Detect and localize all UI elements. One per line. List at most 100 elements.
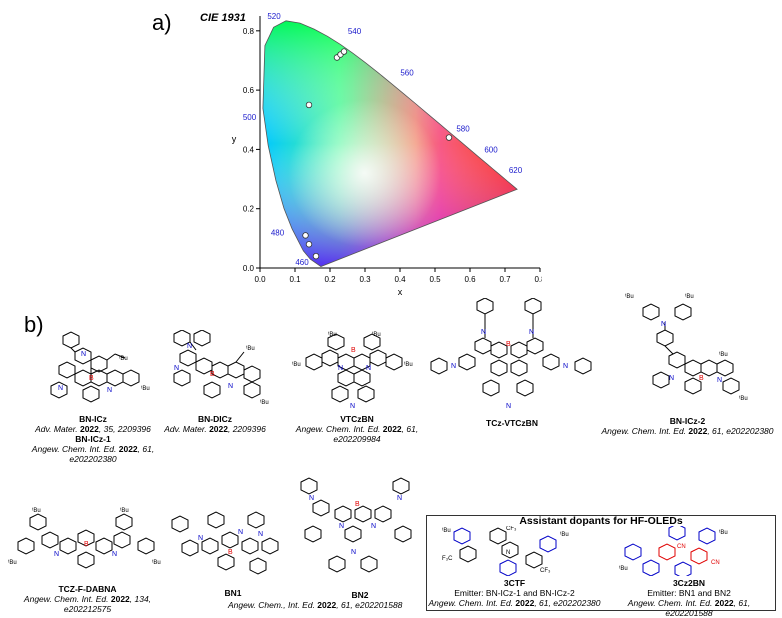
- vtczbn-name: VTCzBN: [340, 414, 374, 424]
- svg-text:N: N: [198, 535, 203, 542]
- cie-point: [305, 101, 313, 109]
- x-tick-label: 0.5: [429, 275, 441, 284]
- svg-text:N: N: [397, 495, 402, 502]
- structure-bn-icz: N N N B ᵗBu ᵗBu BN-ICz Adv. Mater. 2022,…: [8, 330, 178, 464]
- svg-text:CN: CN: [677, 544, 686, 550]
- svg-text:CN: CN: [711, 560, 720, 566]
- structure-bn-dicz: N N N B ᵗBu ᵗBu BN-DICz Adv. Mater. 2022…: [150, 330, 280, 434]
- tcz-vtczbn-molecule: N N N N N B: [430, 298, 591, 410]
- cie-point: [305, 241, 313, 248]
- x-tick-label: 0.6: [464, 275, 476, 284]
- bn-icz-2-ref: Angew. Chem. Int. Ed. 2022, 61, e2022023…: [601, 426, 774, 436]
- x-tick-label: 0.2: [324, 275, 336, 284]
- bn-icz-1-name: BN-ICz-1: [75, 434, 111, 444]
- svg-text:B: B: [89, 375, 94, 382]
- svg-text:B: B: [351, 347, 356, 354]
- cie-point: [312, 252, 320, 260]
- structure-tcz-f-dabna: N N B ᵗBu ᵗBu ᵗBu ᵗBu TCZ-F-DABNA Angew.…: [0, 506, 175, 614]
- x-axis-label: x: [398, 287, 403, 297]
- svg-text:N: N: [81, 351, 86, 358]
- y-tick-label: 0.4: [243, 145, 255, 154]
- y-axis-label: y: [232, 134, 237, 144]
- svg-text:B: B: [210, 371, 215, 378]
- bn-icz-2-name: BN-ICz-2: [669, 416, 706, 426]
- svg-text:N: N: [174, 365, 179, 372]
- svg-text:N: N: [350, 403, 355, 410]
- svg-text:ᵗBu: ᵗBu: [292, 361, 301, 368]
- svg-text:ᵗBu: ᵗBu: [625, 293, 634, 300]
- chart-title: CIE 1931: [200, 12, 246, 24]
- 3ctf-molecule: N CF₃ F₃C CF₃ ᵗBu ᵗBu: [442, 526, 568, 576]
- wavelength-label: 540: [348, 27, 362, 36]
- svg-text:N: N: [187, 343, 192, 350]
- svg-text:N: N: [506, 550, 510, 556]
- structure-3ctf: N CF₃ F₃C CF₃ ᵗBu ᵗBu 3CTF Emitter: BN-I…: [427, 526, 602, 608]
- panel-a-label: a): [152, 10, 172, 35]
- svg-text:N: N: [339, 523, 344, 530]
- svg-text:ᵗBu: ᵗBu: [246, 345, 255, 352]
- cie-point: [302, 232, 309, 239]
- bn-icz-2-molecule: N N N B ᵗBu ᵗBu ᵗBu ᵗBu: [625, 293, 748, 402]
- svg-text:F₃C: F₃C: [442, 556, 453, 562]
- bn-dicz-ref: Adv. Mater. 2022, 2209396: [164, 424, 266, 434]
- x-tick-label: 0.4: [394, 275, 406, 284]
- svg-text:B: B: [355, 501, 360, 508]
- svg-text:ᵗBu: ᵗBu: [719, 351, 728, 358]
- svg-text:N: N: [563, 363, 568, 370]
- y-tick-label: 0.0: [243, 264, 255, 273]
- y-tick-label: 0.2: [243, 205, 255, 214]
- x-tick-label: 0.3: [359, 275, 371, 284]
- svg-text:B: B: [84, 541, 89, 548]
- assistant-dopants-title: Assistant dopants for HF-OLEDs: [519, 515, 683, 527]
- cie-point: [445, 134, 453, 141]
- structure-bn-icz-2: N N N B ᵗBu ᵗBu ᵗBu ᵗBu BN-ICz-2 Angew. …: [600, 290, 775, 436]
- svg-text:N: N: [338, 365, 343, 372]
- svg-text:ᵗBu: ᵗBu: [739, 395, 748, 402]
- svg-text:ᵗBu: ᵗBu: [8, 559, 17, 566]
- svg-text:ᵗBu: ᵗBu: [372, 331, 381, 338]
- tcz-vtczbn-name: TCz-VTCzBN: [486, 418, 538, 428]
- bn2-molecule: N N N N N B: [300, 477, 412, 573]
- svg-text:B: B: [699, 375, 704, 382]
- svg-text:N: N: [371, 523, 376, 530]
- tcz-f-dabna-molecule: N N B ᵗBu ᵗBu ᵗBu ᵗBu: [8, 507, 161, 569]
- bn-dicz-name: BN-DICz: [198, 414, 232, 424]
- svg-text:B: B: [228, 549, 233, 556]
- svg-text:ᵗBu: ᵗBu: [719, 529, 728, 536]
- svg-text:ᵗBu: ᵗBu: [260, 399, 269, 406]
- svg-text:ᵗBu: ᵗBu: [442, 527, 451, 534]
- svg-text:ᵗBu: ᵗBu: [328, 331, 337, 338]
- svg-text:N: N: [258, 531, 263, 538]
- structure-3cz2bn: CN CN ᵗBu ᵗBu 3Cz2BN Emitter: BN1 and BN…: [603, 526, 775, 618]
- wavelength-label: 520: [267, 12, 281, 21]
- panel-b-label: b): [24, 312, 44, 337]
- svg-text:N: N: [238, 529, 243, 536]
- bn-icz-ref: Adv. Mater. 2022, 35, 2209396: [35, 424, 151, 434]
- bn2-name: BN2: [351, 590, 369, 600]
- svg-text:N: N: [351, 549, 356, 556]
- structure-tcz-vtczbn: N N N N N B TCz-VTCzBN: [422, 298, 602, 428]
- bn-icz-name: BN-ICz: [79, 414, 107, 424]
- wavelength-label: 480: [271, 228, 285, 237]
- 3cz2bn-ref: Angew. Chem. Int. Ed. 2022, 61, e2022015…: [627, 598, 751, 618]
- svg-text:N: N: [481, 329, 486, 336]
- structure-bn1: N N N B BN1: [168, 506, 298, 598]
- 3cz2bn-name: 3Cz2BN: [672, 578, 706, 588]
- svg-text:N: N: [506, 403, 511, 410]
- structure-bn2: N N N N N B BN2: [290, 476, 430, 600]
- svg-text:ᵗBu: ᵗBu: [120, 507, 129, 514]
- y-tick-label: 0.8: [243, 27, 255, 36]
- svg-text:N: N: [54, 551, 59, 558]
- assistant-dopants-box: Assistant dopants for HF-OLEDs N CF₃ F₃C…: [426, 515, 776, 618]
- svg-text:ᵗBu: ᵗBu: [119, 355, 128, 362]
- tcz-f-dabna-name: TCZ-F-DABNA: [58, 584, 117, 594]
- x-tick-label: 0.8: [534, 275, 542, 284]
- vtczbn-ref: Angew. Chem. Int. Ed. 2022, 61, e2022099…: [295, 424, 419, 444]
- 3cz2bn-molecule: CN CN ᵗBu ᵗBu: [619, 526, 728, 576]
- svg-text:ᵗBu: ᵗBu: [32, 507, 41, 514]
- bn-icz-1-ref: Angew. Chem. Int. Ed. 2022, 61, e2022023…: [31, 444, 155, 464]
- cie-chart: 0.00.10.20.30.40.50.60.70.80.00.20.40.60…: [232, 12, 542, 297]
- wavelength-label: 620: [509, 166, 523, 175]
- svg-text:ᵗBu: ᵗBu: [152, 559, 161, 566]
- wavelength-label: 460: [295, 258, 309, 267]
